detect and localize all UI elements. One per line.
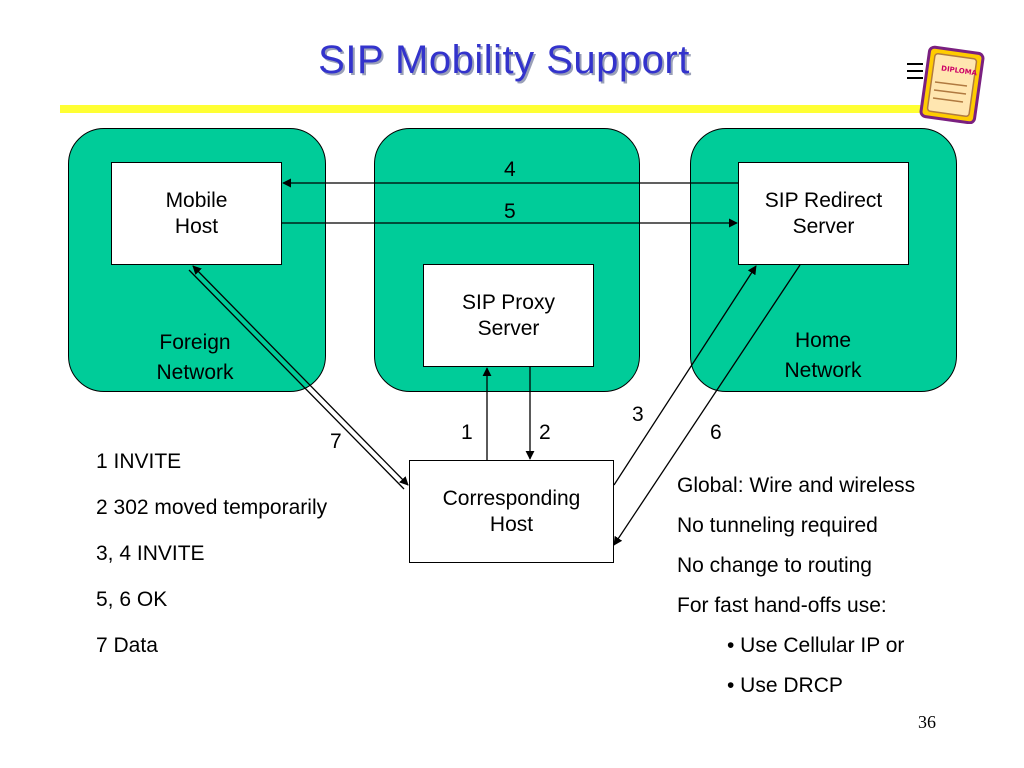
step-label-4: 4 — [504, 158, 516, 181]
mobile-host-line1: Mobile — [165, 188, 228, 212]
home-network-label-line2: Network — [784, 359, 862, 382]
arrow-7-mobile-corresponding-b — [188, 269, 405, 490]
bullet-item: • Use DRCP — [727, 674, 843, 697]
note-item: For fast hand-offs use: — [677, 594, 887, 617]
note-item: Global: Wire and wireless — [677, 474, 916, 497]
legend-item: 5, 6 OK — [96, 588, 168, 611]
feature-notes: Global: Wire and wireless No tunneling r… — [677, 472, 915, 712]
step-label-5: 5 — [504, 200, 516, 223]
note-item: No tunneling required — [677, 514, 878, 537]
sip-redirect-server-node: SIP Redirect Server — [738, 162, 909, 265]
sip-proxy-server-line1: SIP Proxy — [462, 290, 555, 314]
page-number: 36 — [918, 712, 936, 732]
step-label-7: 7 — [330, 430, 342, 453]
note-item: No change to routing — [677, 554, 872, 577]
step-label-1: 1 — [461, 421, 473, 444]
step-label-3: 3 — [632, 403, 644, 426]
corresponding-host-line1: Corresponding — [442, 486, 581, 510]
arrow-3-corresponding-to-redirect — [613, 265, 757, 486]
step-label-6: 6 — [710, 421, 722, 444]
corresponding-host-line2: Host — [489, 512, 534, 536]
legend-item: 3, 4 INVITE — [96, 542, 205, 565]
sip-redirect-server-line2: Server — [792, 214, 855, 238]
sip-proxy-server-node: SIP Proxy Server — [423, 264, 594, 367]
legend-item: 7 Data — [96, 634, 158, 657]
sip-proxy-server-line2: Server — [477, 316, 540, 340]
mobile-host-node: Mobile Host — [111, 162, 282, 265]
arrow-7-mobile-corresponding-a — [192, 265, 409, 486]
step-label-2: 2 — [539, 421, 551, 444]
title-underline — [60, 105, 945, 113]
legend-item: 2 302 moved temporarily — [96, 496, 328, 519]
home-network-label: Home Network — [748, 326, 898, 386]
home-network-label-line1: Home — [794, 329, 852, 352]
slide-title: SIP Mobility Support — [318, 38, 690, 82]
mobile-host-line2: Host — [174, 214, 219, 238]
arrow-6-redirect-to-corresponding — [613, 264, 801, 546]
legend-item: 1 INVITE — [96, 450, 182, 473]
bullet-item: • Use Cellular IP or — [727, 634, 905, 657]
corresponding-host-node: Corresponding Host — [409, 460, 614, 563]
message-legend: 1 INVITE 2 302 moved temporarily 3, 4 IN… — [96, 448, 327, 678]
sip-redirect-server-line1: SIP Redirect — [764, 188, 883, 212]
diploma-icon: DIPLOMA — [907, 45, 985, 124]
